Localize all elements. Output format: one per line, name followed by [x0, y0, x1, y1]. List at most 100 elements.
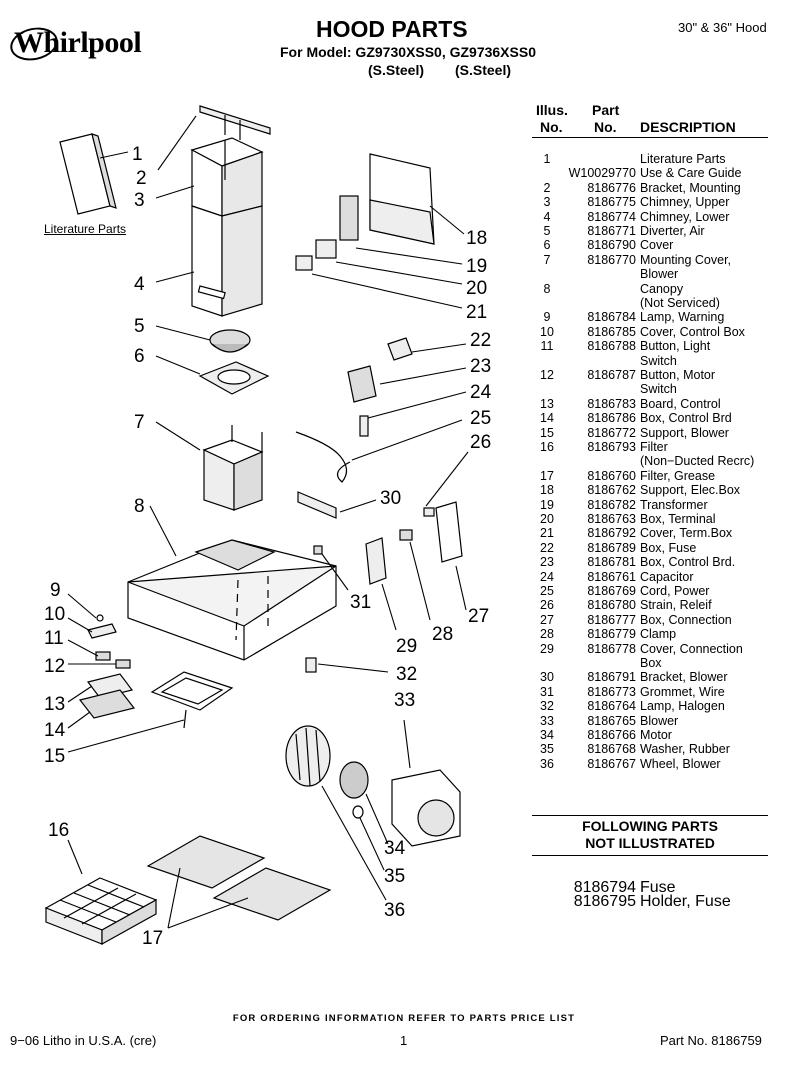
illus-no: 17	[540, 468, 554, 483]
description: Bracket, Blower	[640, 670, 728, 685]
part-canopy	[127, 539, 337, 661]
page-title: HOOD PARTS	[316, 16, 468, 42]
callout-16: 16	[48, 820, 69, 841]
callout-14: 14	[44, 720, 66, 741]
description: Box, Terminal	[640, 512, 716, 526]
part-no: 8186770	[587, 252, 636, 267]
illus-no: 32	[540, 699, 554, 714]
description: Lamp, Warning	[640, 310, 725, 325]
illus-no: 29	[540, 641, 554, 656]
part-no: 8186789	[587, 540, 636, 555]
part-halogen-lamp	[305, 657, 317, 673]
illus-no: 26	[540, 598, 554, 613]
description: Capacitor	[640, 569, 694, 584]
part-no: 8186769	[587, 584, 636, 598]
description: Cover, Term.Box	[640, 526, 733, 541]
illus-no: 35	[540, 742, 554, 757]
part-no: 8186793	[587, 440, 636, 454]
following-top-rule	[532, 815, 768, 816]
callout-30: 30	[380, 488, 401, 509]
part-mounting-cover-blower	[202, 425, 264, 511]
finish-1: (S.Steel)	[368, 62, 425, 78]
following-bottom-rule	[532, 855, 768, 856]
callout-36: 36	[384, 900, 405, 921]
illus-no: 21	[540, 526, 554, 541]
part-chimney-upper	[190, 137, 264, 217]
part-rubber-washer	[352, 805, 364, 819]
part-no: 8186790	[587, 238, 636, 253]
part-no: 8186791	[587, 670, 636, 685]
part-no: 8186785	[587, 324, 636, 339]
description: Blower	[640, 713, 679, 728]
description: Box, Control Brd	[640, 411, 732, 426]
litho-info: 9−06 Litho in U.S.A. (cre)	[10, 1033, 157, 1048]
illus-no: 19	[540, 497, 554, 512]
part-chimney-lower	[191, 205, 263, 317]
description: Fuse	[640, 879, 676, 896]
description: Chimney, Upper	[640, 195, 730, 210]
part-cover-connection-box	[365, 537, 387, 585]
part-power-cord	[295, 431, 351, 483]
description: Cover, Connection	[640, 641, 743, 656]
part-no: 8186778	[587, 641, 636, 656]
description: Cover, Control Box	[640, 324, 745, 339]
part-support-blower	[150, 671, 234, 729]
description: Diverter, Air	[640, 224, 705, 238]
illus-no: 24	[540, 569, 554, 584]
part-blower-wheel	[285, 725, 331, 787]
part-no: 8186783	[587, 396, 636, 411]
callout-5: 5	[134, 316, 145, 337]
part-no: 8186787	[587, 368, 636, 382]
part-no: 8186782	[587, 497, 636, 512]
part-literature	[59, 133, 117, 215]
callout-26: 26	[470, 432, 491, 453]
callout-32: 32	[396, 664, 417, 685]
table-row: Switch	[532, 382, 772, 396]
part-no: 8186795	[573, 893, 636, 911]
description: Washer, Rubber	[640, 742, 730, 757]
part-no: 8186767	[587, 756, 636, 771]
illus-no: 7	[543, 252, 551, 267]
part-no: 8186775	[587, 195, 636, 210]
illus-no: 22	[540, 540, 554, 555]
description: Button, Light	[640, 339, 711, 354]
illus-no: 27	[540, 612, 554, 627]
description: Clamp	[640, 627, 677, 642]
description: Canopy	[640, 281, 684, 296]
part-fuse-box	[387, 337, 413, 361]
illus-no: 4	[543, 209, 551, 224]
table-row: 29 8186778 Cover, Connection	[532, 642, 772, 656]
part-no: 8186771	[587, 224, 636, 238]
illus-no: 20	[540, 512, 554, 526]
illus-no: 36	[540, 756, 554, 771]
callout-15: 15	[44, 746, 65, 767]
col-illus-2: No.	[540, 119, 563, 135]
callout-31: 31	[350, 592, 371, 613]
illus-no: 3	[543, 195, 551, 210]
part-no: 8186764	[587, 699, 636, 714]
illus-no: 14	[540, 411, 554, 426]
table-row: (Non−Ducted Recrc)	[532, 454, 772, 468]
part-motor	[339, 761, 369, 799]
callout-2: 2	[136, 168, 147, 189]
illus-no: 33	[540, 713, 554, 728]
callout-22: 22	[470, 330, 491, 351]
